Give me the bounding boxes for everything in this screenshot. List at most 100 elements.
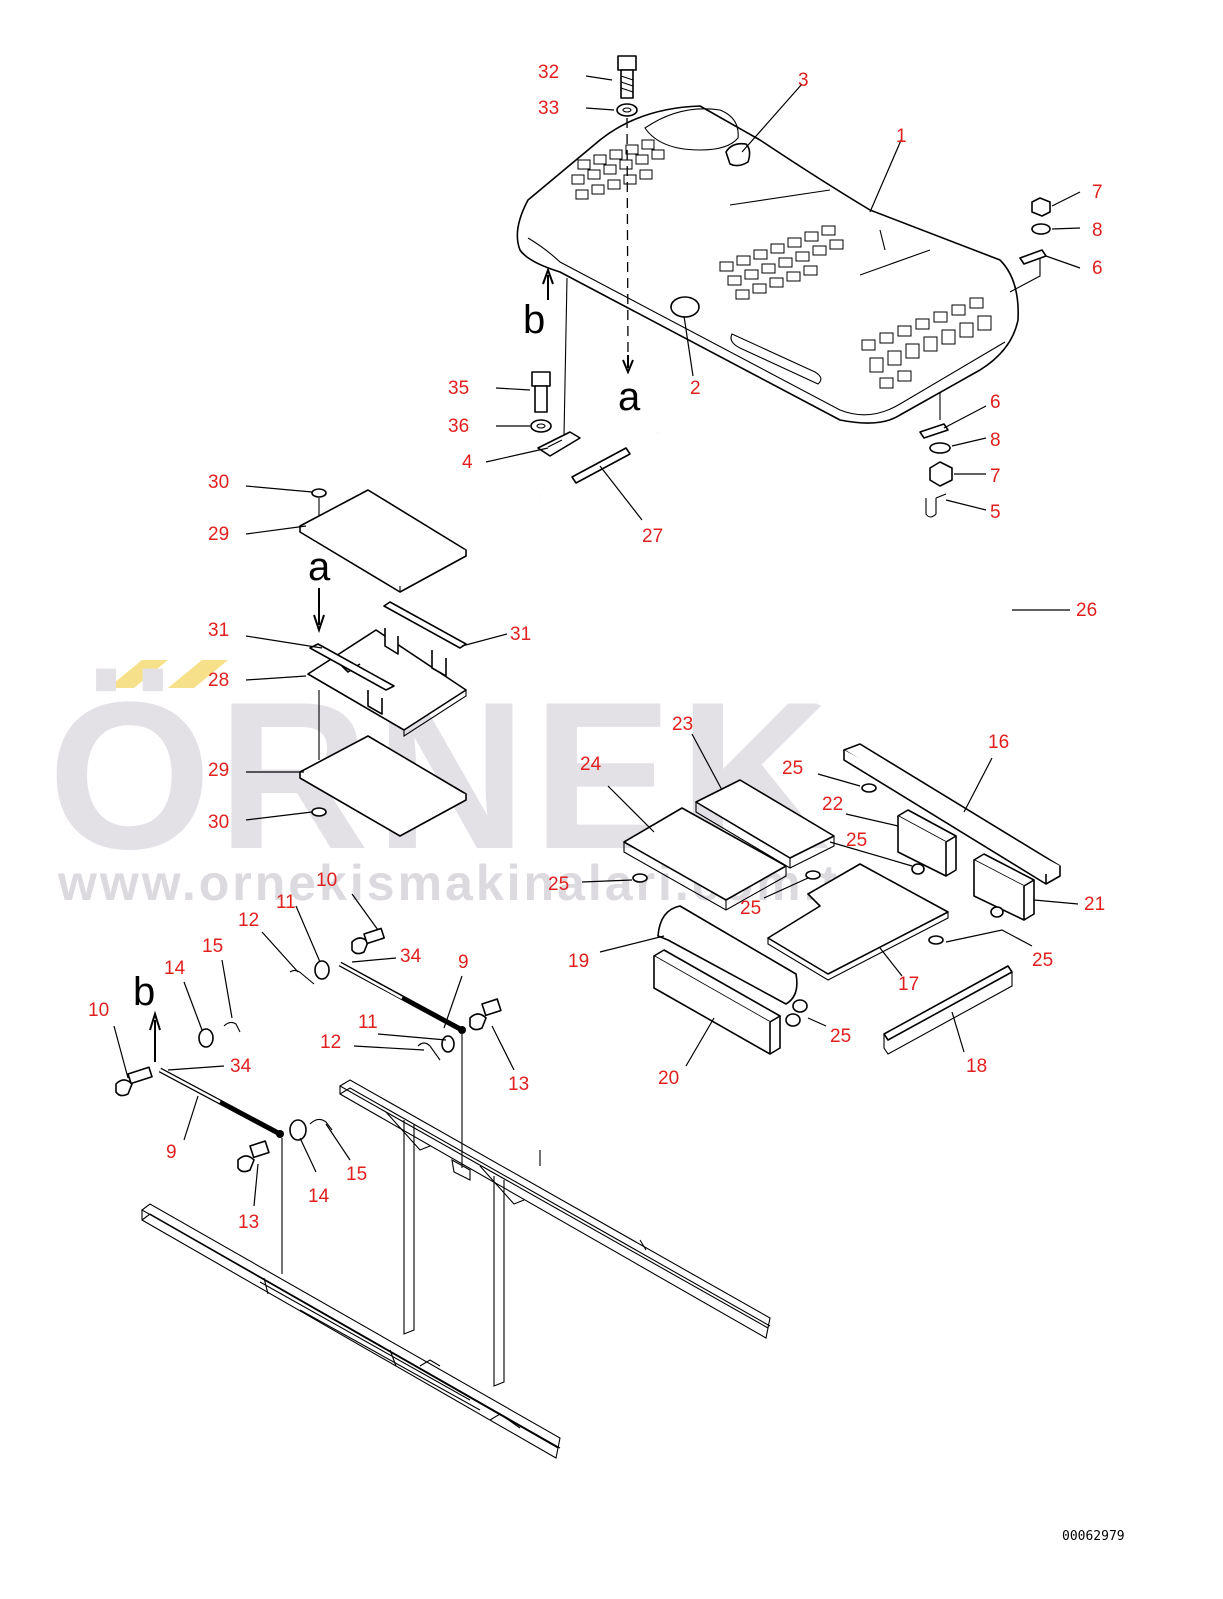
callout-30-lower: 30 — [208, 812, 229, 833]
callout-17: 17 — [898, 974, 919, 995]
view-label-b-top: b — [523, 298, 545, 342]
callout-14-upper: 14 — [164, 958, 186, 979]
fastener-parts-25 — [632, 783, 1004, 1027]
nut-part-7-top — [1031, 197, 1051, 217]
callout-9-right: 9 — [458, 952, 469, 973]
callout-18: 18 — [966, 1056, 987, 1077]
washer-part-8-top — [1031, 223, 1051, 235]
callout-14-lower: 14 — [308, 1186, 330, 1207]
callout-20: 20 — [658, 1068, 679, 1089]
pad-part-22 — [897, 809, 957, 877]
callout-22: 22 — [822, 794, 843, 815]
callout-21: 21 — [1084, 894, 1105, 915]
watermark-accent-right — [168, 660, 228, 688]
pad-part-30-top — [311, 488, 327, 498]
callout-27: 27 — [642, 526, 663, 547]
strip-part-31-lower — [309, 643, 395, 691]
pad-part-29-top — [299, 489, 467, 593]
pad-part-24 — [623, 807, 787, 911]
pad-part-30-lower — [311, 807, 327, 817]
callout-7-top: 7 — [1092, 182, 1103, 203]
callout-25-e: 25 — [1032, 950, 1053, 971]
callout-12-lower: 12 — [320, 1032, 341, 1053]
strip-part-18 — [883, 965, 1013, 1055]
callout-5: 5 — [990, 502, 1001, 523]
pin-part-10-right — [351, 927, 386, 955]
clip-part-5 — [925, 493, 947, 518]
watermark-accent-left — [108, 660, 168, 688]
callout-9-left: 9 — [166, 1142, 177, 1163]
callout-11-upper: 11 — [276, 892, 296, 913]
hood-cover — [516, 105, 1019, 424]
washer-part-11-upper — [314, 960, 330, 980]
washer-part-14-upper — [198, 1028, 214, 1048]
callout-29-top: 29 — [208, 524, 229, 545]
pad-part-17 — [767, 863, 949, 981]
hood-vent-grille-center — [719, 225, 844, 300]
callout-2: 2 — [690, 378, 701, 399]
nut-part-7-lower — [929, 461, 953, 487]
callout-25-a: 25 — [782, 758, 803, 779]
gas-spring-part-9-right — [338, 961, 466, 1034]
callout-10-left: 10 — [88, 1000, 109, 1021]
callout-25-c: 25 — [548, 874, 569, 895]
bracket-part-4 — [537, 431, 581, 457]
callout-33: 33 — [538, 98, 559, 119]
plug-part — [670, 296, 700, 318]
view-label-b-lower: b — [133, 970, 155, 1014]
callout-34-left: 34 — [230, 1056, 252, 1077]
washer-part-14-lower — [289, 1119, 307, 1141]
callout-35: 35 — [448, 378, 469, 399]
drawing-number: 00062979 — [1062, 1529, 1125, 1544]
callout-10-right: 10 — [316, 870, 337, 891]
cotter-pin-parts-12-15 — [223, 969, 441, 1131]
pin-part-10-left — [115, 1066, 153, 1097]
bolt-part-32 — [617, 55, 637, 99]
view-label-a-lower: a — [308, 545, 331, 589]
callout-12-upper: 12 — [238, 910, 259, 931]
washer-part-33 — [616, 103, 638, 117]
washer-part-36 — [530, 419, 552, 433]
view-label-a-top: a — [618, 375, 641, 419]
callout-7-lower: 7 — [990, 466, 1001, 487]
callout-4: 4 — [462, 452, 473, 473]
callout-11-lower: 11 — [358, 1012, 378, 1033]
strap-part-6-lower — [919, 423, 949, 439]
washer-part-11-lower — [441, 1035, 455, 1053]
callout-13-left: 13 — [238, 1212, 259, 1233]
callout-34-right: 34 — [400, 946, 422, 967]
callout-16: 16 — [988, 732, 1009, 753]
pad-part-20 — [653, 949, 781, 1055]
pad-part-19 — [657, 905, 798, 1005]
hood-vent-grille-left — [571, 139, 665, 200]
callout-8-lower: 8 — [990, 430, 1001, 451]
callout-31-right: 31 — [510, 624, 531, 645]
cap-part — [725, 142, 751, 167]
bolt-part-35 — [531, 371, 551, 413]
callout-15-upper: 15 — [202, 936, 223, 957]
strap-part-6-top — [1019, 249, 1047, 265]
callout-8-top: 8 — [1092, 220, 1103, 241]
callout-28: 28 — [208, 670, 229, 691]
leader-lines — [113, 75, 1081, 1207]
pad-part-29-lower — [299, 735, 467, 837]
callout-15-lower: 15 — [346, 1164, 367, 1185]
seal-strip-part-27 — [571, 447, 631, 484]
hood-vent-grille-front — [861, 297, 992, 389]
callout-6-lower: 6 — [990, 392, 1001, 413]
callout-36: 36 — [448, 416, 469, 437]
callout-3: 3 — [798, 70, 809, 91]
callout-24: 24 — [580, 754, 602, 775]
callout-32: 32 — [538, 62, 559, 83]
callout-26: 26 — [1076, 600, 1097, 621]
pin-part-13-left — [237, 1140, 270, 1173]
callout-25-b: 25 — [846, 830, 867, 851]
callout-29-lower: 29 — [208, 760, 229, 781]
gas-spring-part-9-left — [158, 1067, 284, 1138]
machine-frame — [141, 1079, 771, 1459]
callout-25-d: 25 — [740, 898, 761, 919]
callout-31-left: 31 — [208, 620, 229, 641]
gasket-part-26 — [520, 422, 1018, 709]
callout-25-f: 25 — [830, 1026, 851, 1047]
